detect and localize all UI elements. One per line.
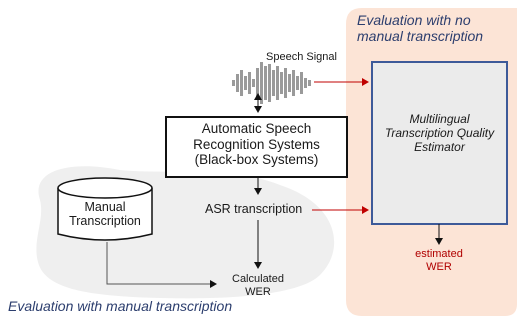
- speech-signal-label: Speech Signal: [266, 51, 337, 63]
- speech-waveform-icon: [232, 62, 311, 104]
- asr-system-label: Automatic Speech Recognition Systems (Bl…: [193, 121, 320, 168]
- calculated-wer-label: Calculated WER: [232, 273, 284, 298]
- region-no-manual-title: Evaluation with no manual transcription: [357, 12, 484, 45]
- region-manual-title: Evaluation with manual transcription: [8, 298, 233, 314]
- asr-system-box: [165, 116, 348, 178]
- arrow-manual-wer: [106, 242, 217, 288]
- estimated-wer-label: estimated WER: [415, 248, 463, 273]
- estimator-label: Multilingual Transcription Quality Estim…: [384, 112, 495, 154]
- asr-transcription-label: ASR transcription: [205, 202, 303, 216]
- manual-transcription-label: Manual Transcription: [69, 200, 141, 229]
- manual-transcription-cylinder: [57, 177, 153, 241]
